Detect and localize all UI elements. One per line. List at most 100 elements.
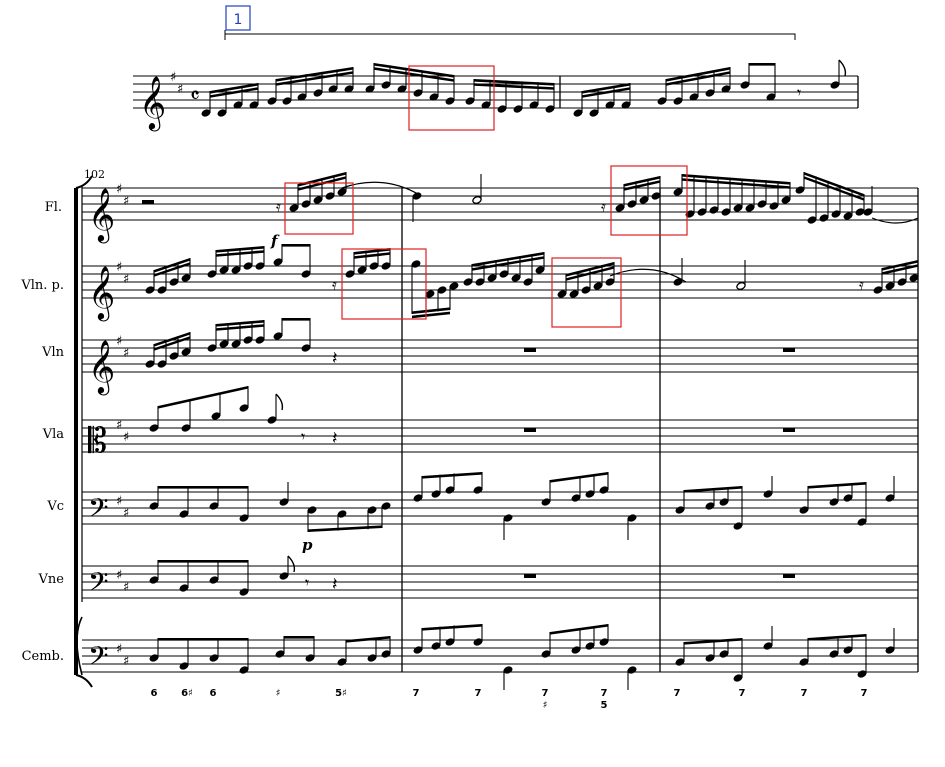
dynamic-forte: f	[270, 232, 280, 250]
note-beam	[216, 320, 264, 327]
quarter-rest-icon: 𝄽	[332, 574, 338, 595]
sharp-icon: ♯	[116, 418, 122, 433]
cembalo-brace	[76, 616, 83, 676]
whole-rest	[783, 348, 795, 352]
highlight-box	[341, 248, 427, 320]
figure-8-lower: ♯	[543, 700, 548, 711]
note-beam	[154, 262, 190, 277]
note-beam	[422, 624, 482, 631]
instrument-label-flute: Fl.	[45, 200, 62, 215]
note-beam	[158, 638, 248, 641]
note-beam	[276, 67, 353, 82]
figure-7: 7	[475, 688, 482, 699]
eighth-rest-icon: 𝄾	[797, 83, 801, 102]
highlight-box	[551, 257, 622, 328]
notation-layer: 𝄞♯♯𝄴𝄾𝄞♯♯𝄞♯♯𝄞♯♯𝄡♯♯𝄢♯♯𝄢♯♯𝄢♯♯𝄿𝄿𝄿𝄿𝄽𝄾𝄽𝄾𝄽	[74, 59, 919, 690]
cut-time-icon: 𝄴	[190, 84, 200, 109]
instrument-label-violone: Vne	[38, 572, 65, 587]
figure-10: 7	[674, 688, 681, 699]
note-beam	[216, 250, 264, 257]
note-beam	[354, 252, 390, 259]
sharp-icon: ♯	[116, 260, 122, 275]
note-beam	[804, 172, 864, 197]
note-beam	[154, 336, 190, 351]
note-beam	[550, 472, 608, 483]
figure-11: 7	[739, 688, 746, 699]
figure-6: 7	[413, 688, 420, 699]
note-beam	[749, 63, 775, 66]
quarter-rest-icon: 𝄽	[332, 428, 338, 449]
alto-clef-icon: 𝄡	[88, 421, 107, 461]
note-beam	[210, 83, 258, 94]
note-beam	[684, 486, 742, 493]
note-beam	[582, 83, 630, 94]
sharp-icon: ♯	[170, 70, 176, 85]
instrument-label-viola: Vla	[42, 427, 65, 442]
whole-rest	[783, 428, 795, 432]
dynamic-piano: p	[302, 536, 313, 554]
highlight-box	[610, 165, 688, 236]
sharp-icon: ♯	[123, 346, 129, 361]
half-rest	[142, 200, 154, 204]
sharp-icon: ♯	[116, 334, 122, 349]
instrument-label-violin-principale: Vln. p.	[20, 278, 64, 293]
instrument-label-violin: Vln	[41, 345, 65, 360]
note-beam	[882, 264, 918, 275]
note-beam	[308, 525, 382, 532]
bass-clef-icon: 𝄢	[88, 492, 109, 530]
treble-clef-icon: 𝄞	[88, 339, 115, 395]
whole-rest	[524, 348, 536, 352]
note-beam	[624, 180, 660, 191]
note-flag	[287, 555, 296, 573]
bass-clef-icon: 𝄢	[88, 640, 109, 678]
note-beam	[412, 311, 450, 319]
note-beam	[284, 636, 314, 639]
sharp-icon: ♯	[116, 568, 122, 583]
whole-rest	[783, 574, 795, 578]
note-beam	[282, 318, 310, 321]
figured-bass: 6 6♯ 6 ♯ 5♯ 7 7 7 ♯ 7 5 7 7 7 7	[151, 688, 868, 711]
figure-5: 5♯	[335, 688, 347, 699]
eighth-rest-icon: 𝄾	[305, 573, 309, 592]
note-beam	[550, 624, 608, 635]
note-beam	[666, 67, 730, 82]
note-beam	[472, 256, 544, 271]
note-beam	[158, 386, 248, 409]
treble-clef-icon: 𝄞	[88, 265, 115, 321]
note-beam	[374, 63, 454, 78]
note-beam	[282, 244, 310, 247]
note-beam	[158, 486, 248, 489]
system-bracket-bottom	[75, 674, 93, 688]
figure-9-lower: 5	[601, 700, 608, 711]
quarter-rest-icon: 𝄽	[332, 348, 338, 369]
sharp-icon: ♯	[123, 194, 129, 209]
measure-number: 102	[84, 168, 105, 181]
note-flag	[838, 59, 847, 77]
note-beam	[154, 258, 190, 273]
sharp-icon: ♯	[116, 642, 122, 657]
note-beam	[346, 636, 390, 643]
note-beam	[808, 482, 866, 489]
note-beam	[472, 252, 544, 267]
whole-rest	[524, 574, 536, 578]
note-beam	[582, 87, 630, 98]
bass-clef-icon: 𝄢	[88, 566, 109, 604]
note-beam	[804, 176, 864, 201]
note-beam	[412, 307, 450, 314]
sharp-icon: ♯	[116, 494, 122, 509]
system-bracket-top	[75, 175, 93, 189]
note-beam	[422, 472, 482, 479]
note-beam	[354, 248, 390, 255]
treble-clef-icon: 𝄞	[139, 75, 166, 131]
sharp-icon: ♯	[177, 82, 183, 97]
note-beam	[216, 246, 264, 253]
figure-13: 7	[861, 688, 868, 699]
sixteenth-rest-icon: 𝄿	[601, 197, 606, 216]
highlight-box	[408, 65, 495, 131]
sixteenth-rest-icon: 𝄿	[332, 275, 337, 294]
note-beam	[216, 324, 264, 331]
tie	[341, 181, 419, 195]
figure-4: ♯	[276, 688, 281, 699]
treble-clef-icon: 𝄞	[88, 187, 115, 243]
